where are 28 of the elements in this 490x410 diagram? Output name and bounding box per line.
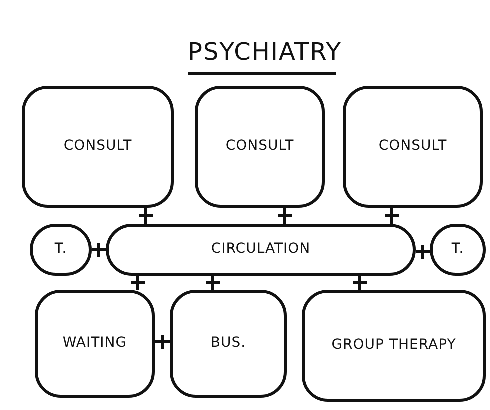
room-label: CONSULT: [226, 138, 294, 156]
room-box: [106, 224, 416, 276]
room-box: [35, 290, 155, 398]
room-label: T.: [452, 241, 464, 259]
room-box: [430, 224, 486, 276]
room-box: [22, 86, 174, 208]
room-label: CIRCULATION: [211, 241, 311, 259]
room-box: [302, 290, 486, 402]
room-box: [170, 290, 287, 398]
room-label: T.: [54, 241, 68, 259]
connector-line: [92, 248, 106, 252]
room-box: [343, 86, 483, 208]
room-box: [195, 86, 325, 208]
room-label: CONSULT: [378, 138, 448, 156]
connector-line: [144, 208, 148, 224]
room-box: [30, 224, 92, 276]
connector-line: [155, 340, 170, 344]
room-label: BUS.: [210, 335, 246, 353]
connector-line: [358, 276, 362, 290]
connector-line: [390, 208, 394, 224]
room-label: WAITING: [62, 335, 128, 353]
title: PSYCHIATRY: [187, 38, 343, 66]
connector-line: [416, 250, 430, 254]
connector-line: [212, 276, 214, 290]
room-label: CONSULT: [64, 138, 132, 156]
connector-line: [136, 276, 140, 290]
room-label: GROUP THERAPY: [332, 337, 456, 355]
connector-line: [284, 208, 286, 224]
